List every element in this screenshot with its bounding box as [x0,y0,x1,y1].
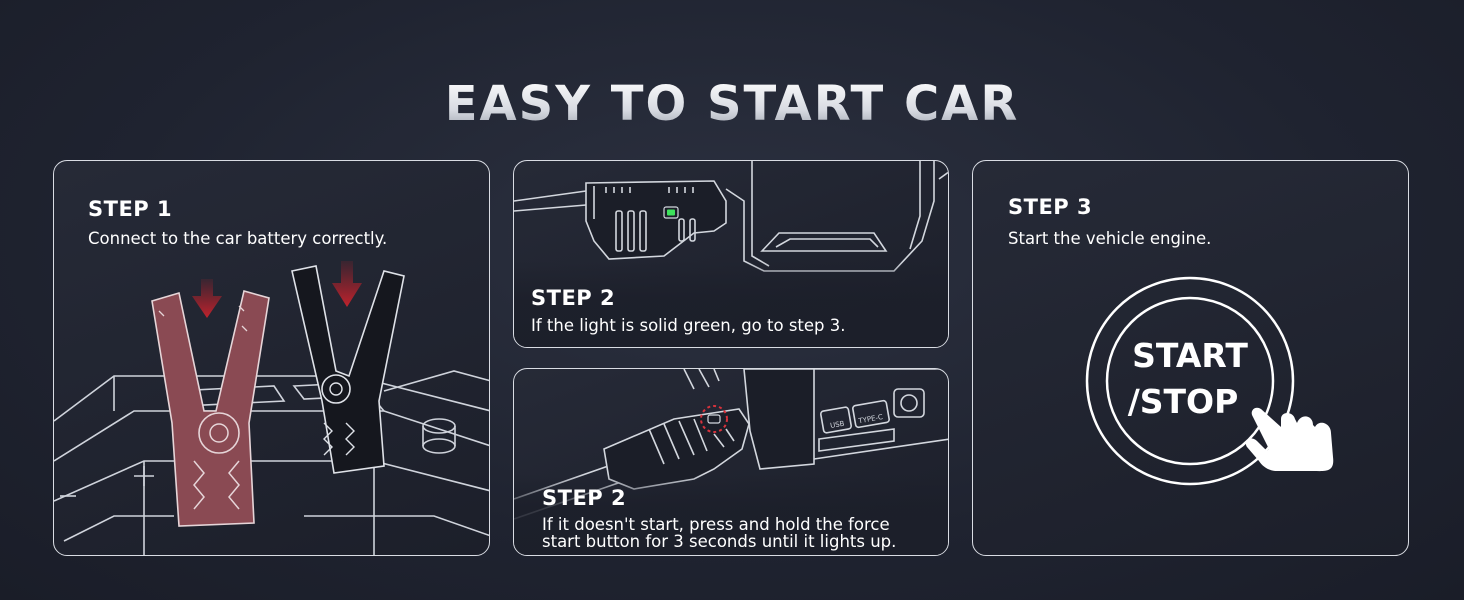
step-2-light-card: STEP 2 If the light is solid green, go t… [513,160,949,348]
page-title: EASY TO START CAR [0,76,1464,132]
step-2b-description-line2: start button for 3 seconds until it ligh… [542,532,897,551]
usb-port-label: USB [830,420,846,430]
start-stop-button: START /STOP [1085,276,1295,486]
red-clamp [151,290,270,527]
force-start-indicator-icon [700,405,728,433]
down-arrow-icon [192,261,362,318]
step-3-card: STEP 3 Start the vehicle engine. START /… [972,160,1409,556]
step-2b-description-line1: If it doesn't start, press and hold the … [542,515,890,534]
step-3-description: Start the vehicle engine. [1008,229,1212,248]
indicator-light-icon [663,206,679,219]
step-2b-label: STEP 2 [542,486,627,510]
stop-label: /STOP [1128,382,1239,421]
hand-pointer-icon [1245,407,1334,472]
start-label: START [1132,336,1248,375]
step-3-label: STEP 3 [1008,195,1093,219]
step-1-label: STEP 1 [88,197,173,221]
battery-clamps-illustration [54,261,489,555]
step-2-force-start-card: USB TYPE-C STEP 2 If it doesn't start, p… [513,368,949,556]
step-2-label: STEP 2 [531,286,616,310]
step-1-description: Connect to the car battery correctly. [88,229,388,248]
black-clamp [291,265,405,474]
step-2-description: If the light is solid green, go to step … [531,316,846,335]
step-1-card: STEP 1 Connect to the car battery correc… [53,160,490,556]
